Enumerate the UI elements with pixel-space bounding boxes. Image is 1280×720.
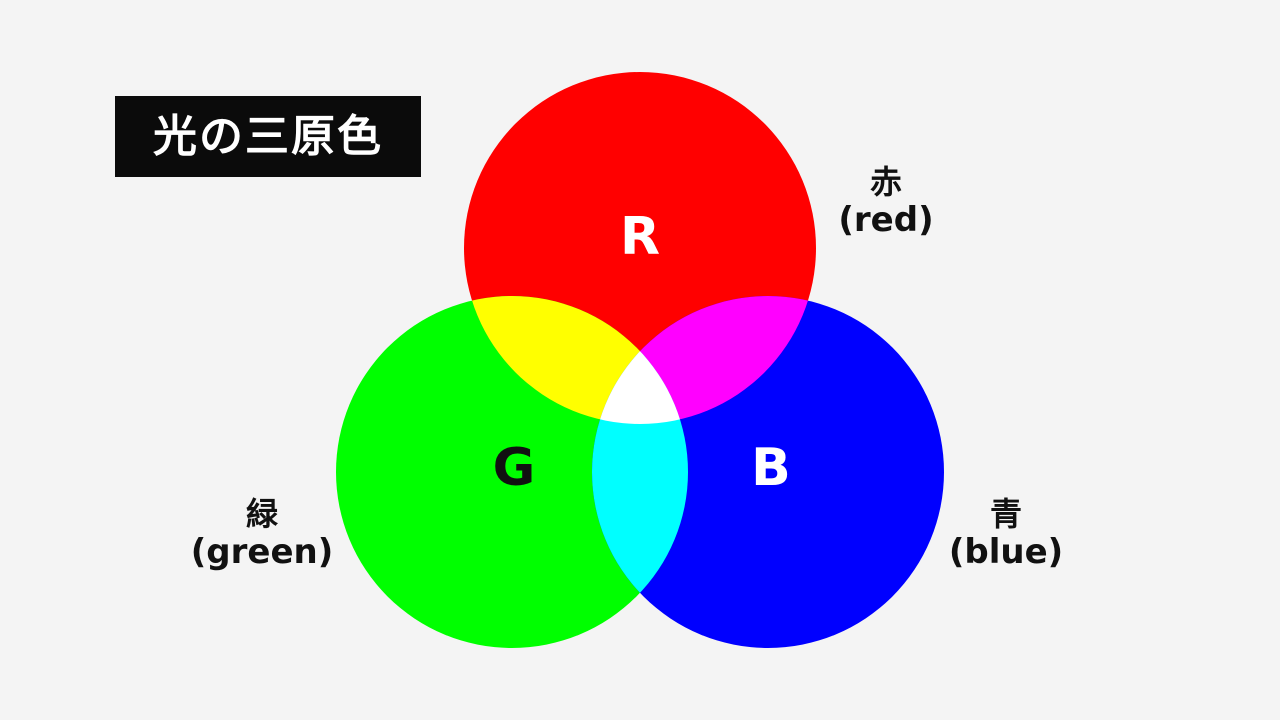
label-blue-jp: 青: [989, 495, 1022, 533]
label-green-en: (green): [190, 531, 334, 572]
letter-g: G: [493, 438, 536, 498]
label-red-jp: 赤: [869, 163, 902, 201]
red-green-overlap: [464, 296, 688, 424]
label-green: 緑 (green): [182, 496, 342, 572]
label-red: 赤 (red): [826, 164, 946, 240]
page-title: 光の三原色: [115, 96, 421, 177]
red-blue-overlap: [592, 296, 816, 424]
letter-b: B: [751, 438, 791, 498]
label-blue-en: (blue): [948, 531, 1064, 572]
label-blue: 青 (blue): [938, 496, 1074, 572]
label-green-jp: 緑: [245, 495, 278, 533]
letter-r: R: [620, 207, 660, 267]
label-red-en: (red): [838, 199, 934, 240]
